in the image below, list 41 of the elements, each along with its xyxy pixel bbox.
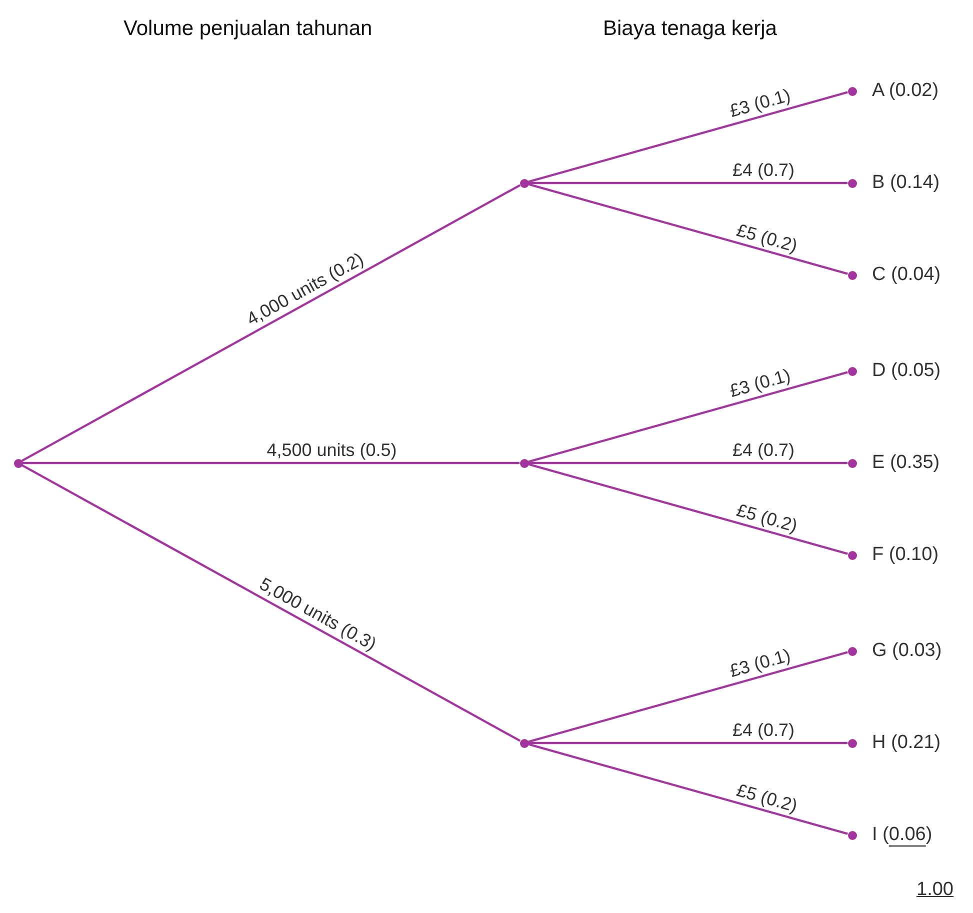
column-heading: Biaya tenaga kerja (603, 18, 777, 39)
edge-label: 4,500 units (0.5) (264, 441, 399, 459)
total-value: 1.00 (916, 880, 954, 899)
column-heading: Volume penjualan tahunan (124, 18, 372, 39)
edge-label: £4 (0.7) (730, 161, 796, 179)
branch-line (21, 464, 521, 742)
branch-line (528, 463, 848, 555)
branch-line (528, 182, 848, 184)
edge-label: £4 (0.7) (730, 441, 796, 459)
outcome-label: B (0.14) (872, 173, 940, 192)
branch-point (848, 86, 856, 96)
edge-label: £4 (0.7) (730, 721, 796, 739)
outcome-label: G (0.03) (872, 641, 942, 660)
branch-point (520, 738, 528, 748)
branch-line (528, 462, 848, 464)
outcome-label: E (0.35) (872, 453, 940, 472)
branch-point (848, 178, 856, 188)
outcome-label: F (0.10) (872, 545, 939, 564)
branch-line (528, 371, 848, 463)
branch-point (848, 830, 856, 840)
branch-line (528, 651, 848, 743)
branch-point (848, 270, 856, 280)
branch-point (848, 458, 856, 468)
outcome-label: C (0.04) (872, 265, 941, 284)
branch-line (528, 91, 848, 183)
branch-point (848, 646, 856, 656)
branch-line (528, 742, 848, 744)
branch-point (848, 366, 856, 376)
branch-point (14, 458, 22, 468)
outcome-label: I (0.06) (872, 825, 932, 844)
branch-line (528, 743, 848, 835)
branch-point (848, 738, 856, 748)
branch-line (22, 462, 520, 464)
branch-line (528, 183, 848, 275)
outcome-label: D (0.05) (872, 361, 941, 380)
branch-line (21, 184, 521, 462)
outcome-label: H (0.21) (872, 733, 941, 752)
outcome-label: A (0.02) (872, 81, 939, 100)
branch-point (520, 458, 528, 468)
branch-point (520, 178, 528, 188)
branch-point (848, 550, 856, 560)
